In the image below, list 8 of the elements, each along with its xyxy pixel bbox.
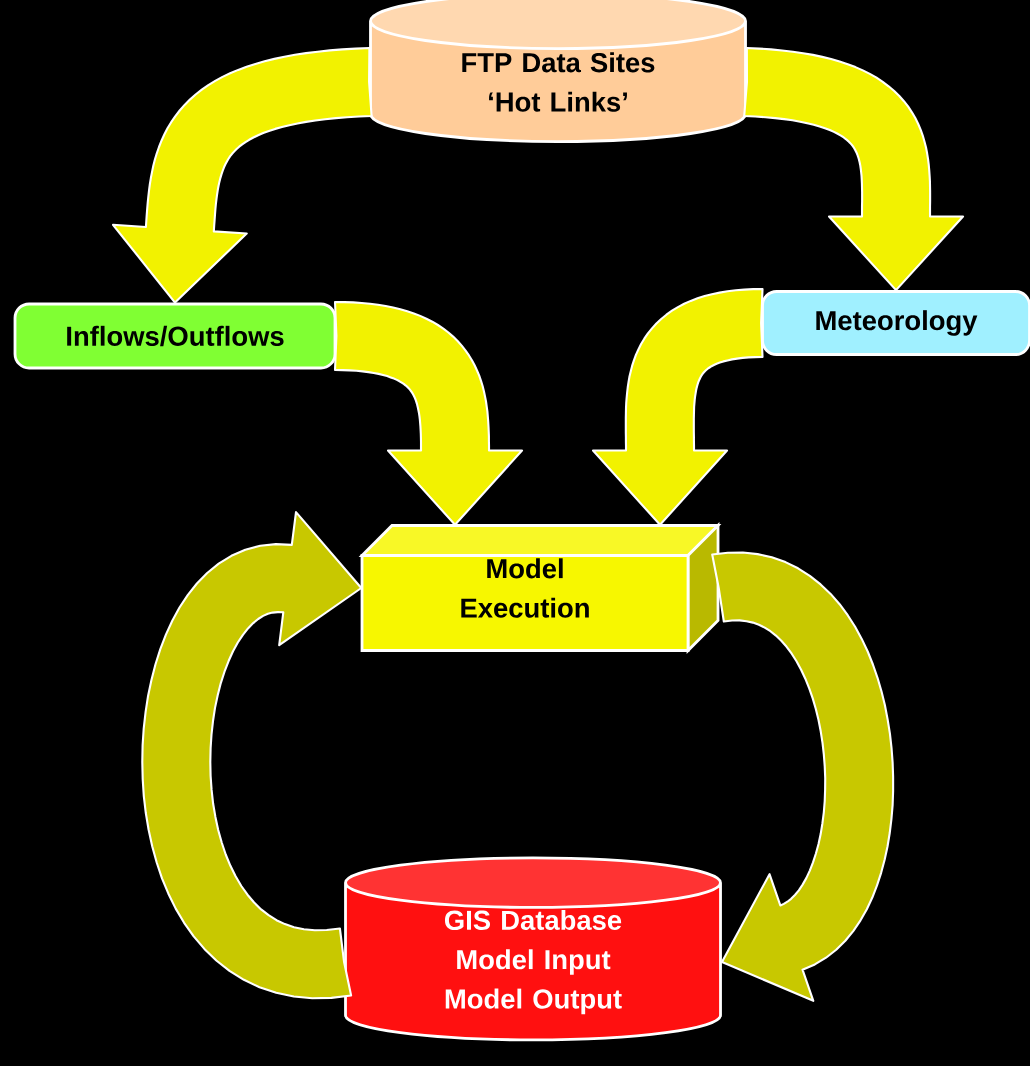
- curved-arrow: [141, 511, 363, 1000]
- database-cylinder: GIS Database Model Input Model Output: [344, 856, 722, 1042]
- storage-cylinder: FTP Data Sites ‘Hot Links’: [369, 0, 747, 143]
- curved-arrow: [711, 551, 895, 1002]
- curved-arrow: [333, 300, 524, 526]
- rounded-box: Inflows/Outflows: [13, 302, 337, 370]
- rounded-box: Meteorology: [761, 290, 1030, 356]
- curved-arrow: [591, 287, 764, 526]
